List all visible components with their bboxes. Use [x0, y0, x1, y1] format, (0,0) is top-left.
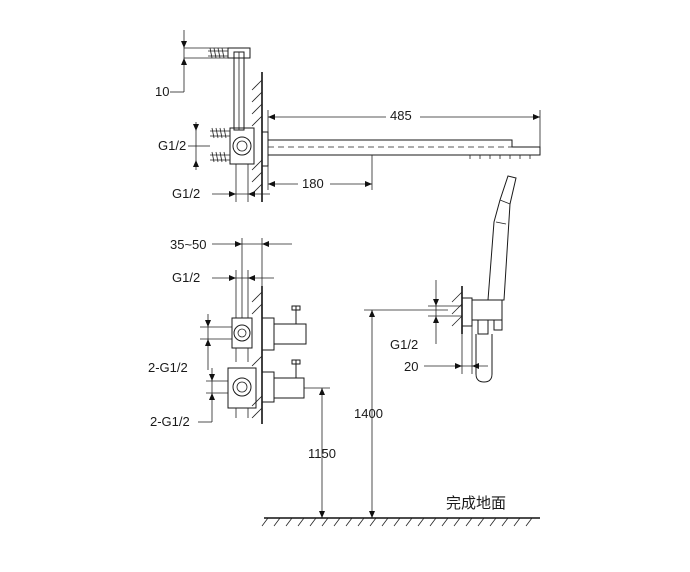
dim-label-485: 485	[390, 108, 412, 123]
dimension-g12-top: G1/2	[158, 122, 210, 170]
dim-label-180: 180	[302, 176, 324, 191]
dimension-180: 180	[267, 166, 372, 191]
dimension-2g12-b: 2-G1/2	[150, 368, 228, 429]
dim-label-10: 10	[155, 84, 169, 99]
dimension-10: 10	[155, 30, 228, 99]
dim-label-g12-top2: G1/2	[172, 186, 200, 201]
shower-arm-assembly	[208, 47, 541, 202]
dim-label-1150: 1150	[308, 446, 336, 461]
dim-label-1400: 1400	[354, 406, 383, 421]
dim-label-g12-mid: G1/2	[172, 270, 200, 285]
dimension-g12-right: G1/2	[390, 280, 462, 352]
dim-label-2g12-a: 2-G1/2	[148, 360, 188, 375]
mixer-valve-assembly	[227, 286, 307, 424]
dimension-485: 485	[267, 108, 541, 147]
dimension-g12-mid: G1/2	[172, 270, 274, 318]
floor-label: 完成地面	[446, 494, 506, 512]
dimension-1400: 1400	[354, 309, 448, 518]
finished-floor: 完成地面	[261, 494, 540, 527]
dimension-g12-top2: G1/2	[172, 164, 270, 202]
dimension-2g12-a: 2-G1/2	[148, 314, 232, 375]
hand-shower-assembly	[451, 175, 517, 383]
dimension-35-50: 35~50	[170, 237, 292, 318]
dim-label-35-50: 35~50	[170, 237, 207, 252]
dim-label-20: 20	[404, 359, 418, 374]
dim-label-g12-right: G1/2	[390, 337, 418, 352]
dim-label-2g12-b: 2-G1/2	[150, 414, 190, 429]
dimension-20: 20	[404, 326, 488, 374]
dim-label-g12-top: G1/2	[158, 138, 186, 153]
dimension-1150: 1150	[304, 387, 336, 518]
